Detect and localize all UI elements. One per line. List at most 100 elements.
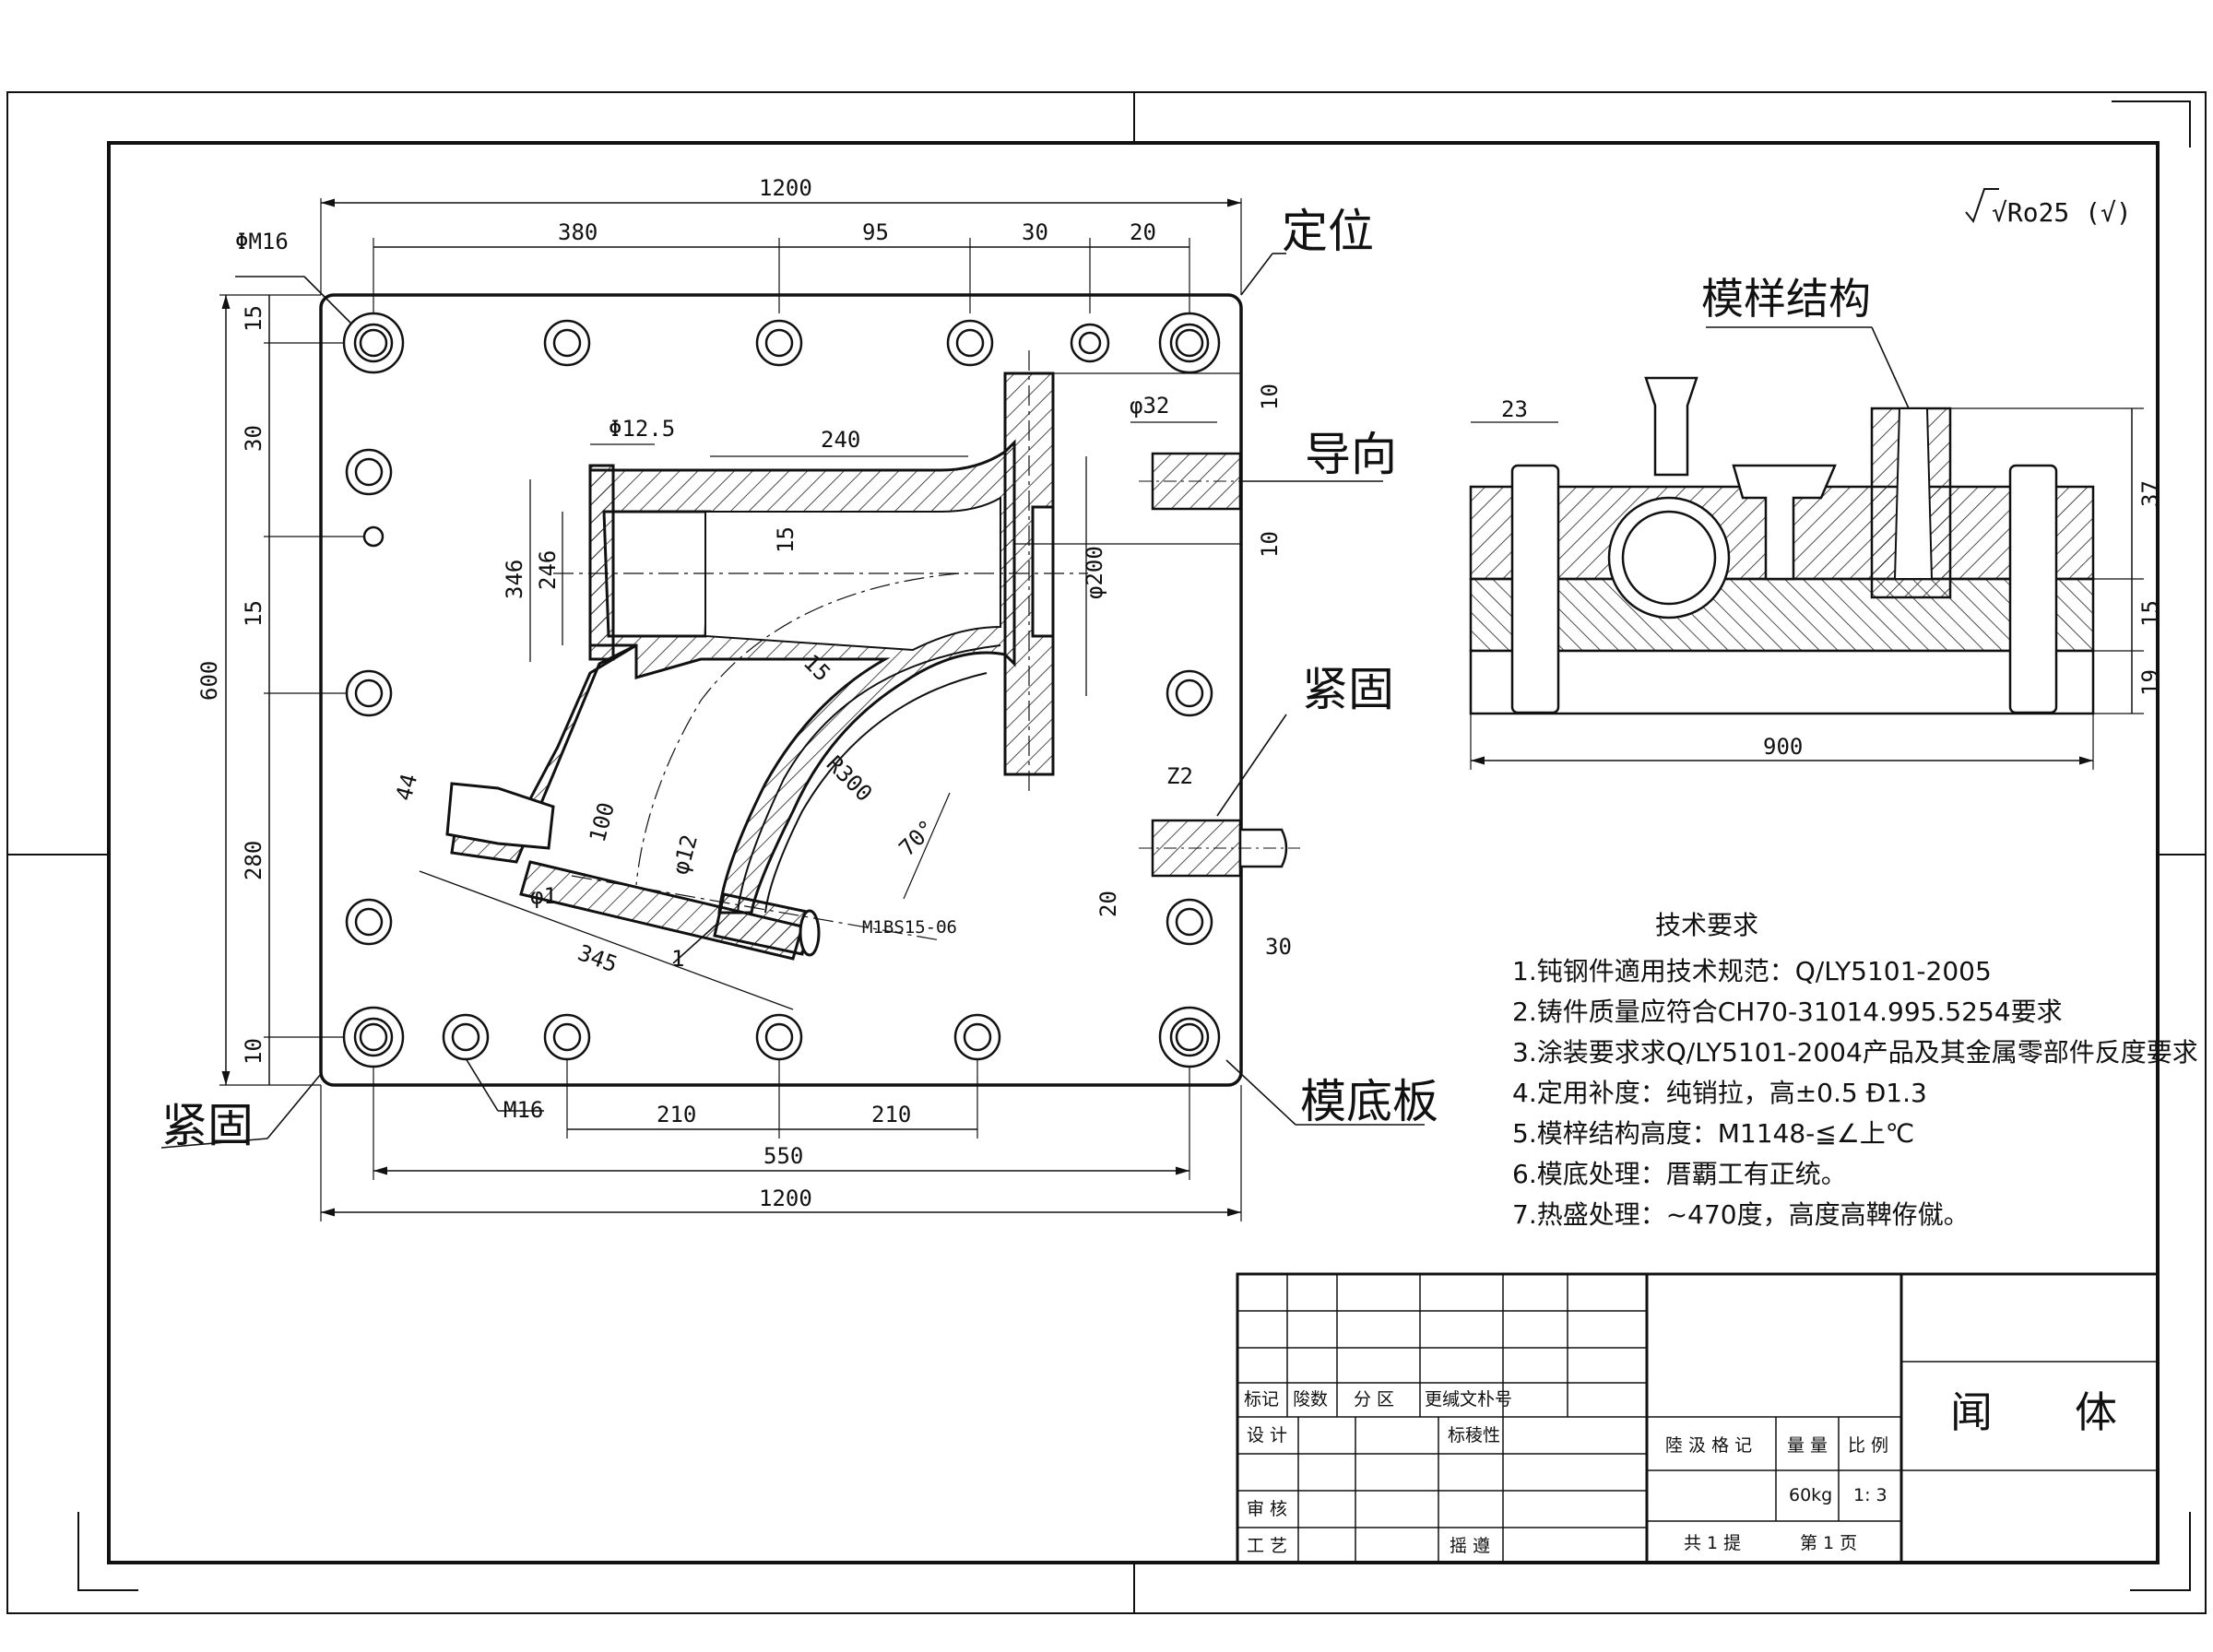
hole: [442, 1013, 490, 1061]
dim-900: 900: [1763, 734, 1803, 760]
weight-header: 量 量: [1787, 1435, 1828, 1456]
dim-95: 95: [862, 219, 889, 245]
section-title: 模样结构: [1701, 274, 1871, 324]
hole: [1166, 669, 1213, 717]
requirement-2: 2.铸件质量应符合CH70-31014.995.5254要求: [1512, 997, 2063, 1027]
approve-label: 摇 遵: [1450, 1536, 1490, 1556]
dim-30-right: 30: [1265, 934, 1292, 960]
bolt-holes: [342, 312, 1221, 1068]
hole: [342, 312, 405, 374]
dim-phi32: φ32: [1130, 393, 1169, 419]
dim-20: 20: [1130, 219, 1156, 245]
dim-1200-top: 1200: [759, 175, 812, 201]
dim-15-b: 15: [241, 600, 266, 627]
design-label: 设 计: [1247, 1425, 1287, 1446]
hole: [1158, 312, 1221, 374]
hole: [1070, 323, 1110, 363]
standard-label: 标稜性: [1448, 1425, 1500, 1446]
hole: [342, 1006, 405, 1068]
dim-210-a: 210: [657, 1102, 696, 1127]
front-view: [160, 198, 1425, 1221]
hole: [1166, 898, 1213, 946]
dim-346: 346: [502, 560, 527, 599]
requirement-6: 6.模底处理：厝覇工有正统。: [1512, 1159, 1847, 1189]
dim-44: 44: [391, 771, 423, 803]
dim-15-inner: 15: [773, 526, 799, 553]
dim-phi200: φ200: [1082, 546, 1107, 599]
hdr-zone: 分 区: [1354, 1389, 1394, 1410]
leader-1: 1: [671, 946, 684, 972]
hole: [755, 1013, 803, 1061]
roughness-text: √Ro25 (√): [1992, 197, 2132, 228]
label-guide: 导向: [1305, 428, 1397, 481]
dim-240: 240: [821, 427, 860, 453]
hole: [345, 898, 393, 946]
dim-phi12-5: Φ12.5: [609, 416, 675, 442]
dim-z22: Z2: [1166, 763, 1193, 789]
dim-70-deg: 70°: [893, 815, 940, 861]
casting-pattern: [445, 372, 1055, 961]
base-plate-outline: [319, 293, 1243, 1087]
dim-phi12: φ12: [668, 832, 703, 877]
dim-37: 37: [2137, 480, 2163, 507]
hole: [755, 319, 803, 367]
title-block: [1236, 1272, 2160, 1564]
hole: [345, 448, 393, 496]
dim-30: 30: [1022, 219, 1048, 245]
hdr-docno: 更缄文朴号: [1425, 1389, 1512, 1410]
scale-value: 1: 3: [1853, 1485, 1888, 1505]
dim-30-v: 30: [241, 425, 266, 452]
hole: [953, 1013, 1001, 1061]
requirement-3: 3.涂装要求求Q/LY5101-2004产品及其金属零部件反度要求: [1512, 1037, 2198, 1068]
dim-phi1: φ1: [530, 883, 557, 909]
dim-19: 19: [2137, 669, 2163, 696]
label-fasten-left: 紧固: [161, 1099, 254, 1152]
requirement-7: 7.热盛处理：~470度，高度高鞞侟僦。: [1512, 1199, 1970, 1230]
scale-header: 比 例: [1848, 1435, 1888, 1456]
weight-value: 60kg: [1789, 1485, 1832, 1505]
dim-280: 280: [241, 841, 266, 880]
sheet-border: [6, 91, 2207, 1614]
dim-r300: R300: [822, 750, 878, 807]
dim-550: 550: [763, 1143, 803, 1169]
process-label: 工 艺: [1247, 1536, 1287, 1556]
section-view-text: 模样结构 23 900 37 15 19: [1501, 274, 2163, 760]
hdr-count: 陖数: [1293, 1389, 1328, 1410]
hole: [543, 1013, 591, 1061]
part-name-a: 闻: [1950, 1387, 1993, 1437]
requirement-1: 1.钝钢件適用技术规范：Q/LY5101-2005: [1512, 956, 1992, 986]
guide-pin: [1130, 421, 1300, 878]
dim-phi-m16: ΦM16: [235, 229, 289, 254]
stage-label: 陸 汲 格 记: [1665, 1435, 1752, 1456]
dim-1200-bottom: 1200: [759, 1186, 812, 1211]
hdr-mark: 标记: [1244, 1389, 1279, 1410]
dim-600: 600: [196, 661, 222, 701]
dim-210-b: 210: [871, 1102, 911, 1127]
hole: [543, 319, 591, 367]
requirement-4: 4.定用补度：纯销拉，高±0.5 Ð1.3: [1512, 1078, 1927, 1108]
hole: [1158, 1006, 1221, 1068]
title-block-text: 闻 体 标记 陖数 分 区 更缄文朴号 设 计 标稜性 审 核 工 艺 摇 遵 …: [1244, 1387, 2117, 1556]
review-label: 审 核: [1247, 1499, 1287, 1519]
part-name-b: 体: [2075, 1387, 2117, 1437]
technical-requirements: 技术要求 1.钝钢件適用技术规范：Q/LY5101-2005 2.铸件质量应符合…: [1512, 910, 2198, 1230]
dim-15-sec: 15: [2137, 600, 2163, 627]
dim-10-b: 10: [1257, 531, 1283, 558]
dim-345: 345: [574, 939, 621, 977]
label-base-plate: 模底板: [1300, 1075, 1438, 1128]
dim-10: 10: [241, 1038, 266, 1065]
sheet-number: 第 1 页: [1800, 1533, 1857, 1553]
dim-23: 23: [1501, 396, 1528, 422]
hole: [946, 319, 994, 367]
requirement-5: 5.模梓结构高度：M1148-≦∠上℃: [1512, 1118, 1914, 1149]
section-view: [1469, 326, 2144, 770]
sheets-total: 共 1 提: [1684, 1533, 1741, 1553]
dim-100: 100: [585, 799, 620, 844]
dim-246: 246: [535, 550, 561, 590]
thread-note: M1BS15-Θ6: [862, 917, 957, 938]
dim-15-a: 15: [241, 305, 266, 332]
requirements-title: 技术要求: [1655, 910, 1758, 940]
label-fasten-right: 紧固: [1302, 663, 1394, 716]
dim-380: 380: [558, 219, 598, 245]
label-locate: 定位: [1282, 205, 1374, 258]
